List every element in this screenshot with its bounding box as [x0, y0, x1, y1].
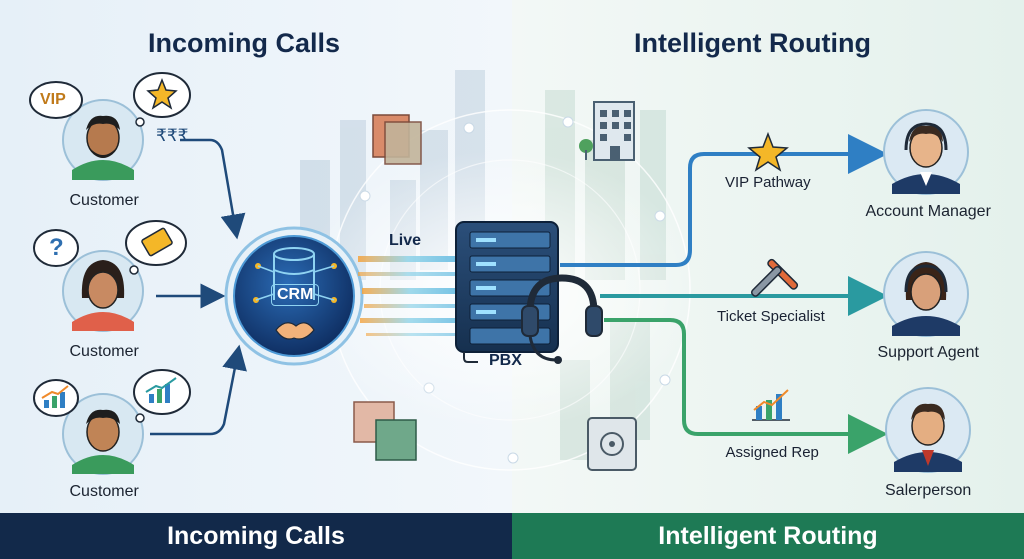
- vip-route-line: [560, 134, 888, 267]
- footer-left-bar: [0, 513, 512, 559]
- crm-hub: [224, 226, 364, 366]
- caller-avatar-3: [62, 393, 144, 475]
- data-beams: [358, 256, 458, 336]
- chart-thought-bubble-right: [133, 369, 191, 423]
- vip-badge: VIP: [40, 91, 66, 108]
- database-icon: [273, 247, 315, 300]
- star-thought-bubble: [133, 72, 191, 127]
- chart-speech-bubble-left: [33, 379, 79, 417]
- question-speech-bubble: [33, 229, 79, 267]
- pbx-server: [455, 221, 559, 363]
- agent-avatar-salesperson: [885, 387, 971, 473]
- headset-icon: [521, 274, 603, 364]
- safe-icon: [587, 417, 637, 471]
- ticket-icon: [141, 227, 173, 257]
- caller-label-3: Customer: [69, 483, 139, 500]
- tile-icon-top: [372, 114, 422, 165]
- agent-avatar-account-manager: [883, 109, 969, 195]
- tile-icon-bottom: [353, 401, 417, 461]
- vip-speech-bubble: [29, 81, 83, 119]
- caller-avatar-1: [62, 99, 144, 181]
- sales-route-line: [604, 318, 888, 454]
- crm-label: CRM: [271, 284, 320, 306]
- footer-left-label: Incoming Calls: [167, 521, 345, 550]
- support-agent-label: Support Agent: [877, 344, 979, 361]
- growth-chart-icon: [145, 377, 177, 403]
- handshake-icon: [275, 322, 315, 340]
- star-icon: [747, 131, 789, 172]
- rupee-symbols: ₹₹₹: [156, 126, 189, 145]
- caller-label-1: Customer: [69, 192, 139, 209]
- intelligent-routing-heading: Intelligent Routing: [634, 28, 871, 58]
- vip-pathway-label: VIP Pathway: [725, 174, 811, 191]
- footer-right-bar: [512, 513, 1024, 559]
- building-icon: [579, 101, 635, 161]
- salesperson-label: Salerperson: [885, 482, 972, 499]
- growth-chart-icon: [752, 389, 790, 421]
- incoming-calls-heading: Incoming Calls: [148, 28, 341, 58]
- agent-avatar-support-agent: [883, 251, 969, 337]
- live-label: Live: [389, 232, 422, 249]
- caller-label-2: Customer: [69, 343, 139, 360]
- tools-icon: [750, 258, 799, 297]
- assigned-rep-label: Assigned Rep: [725, 444, 819, 461]
- footer-right-label: Intelligent Routing: [658, 521, 878, 550]
- ticket-thought-bubble: [125, 220, 187, 275]
- ticket-specialist-label: Ticket Specialist: [717, 308, 825, 325]
- growth-chart-icon: [41, 385, 69, 408]
- question-mark: ?: [49, 234, 64, 261]
- pbx-label: PBX: [489, 352, 522, 369]
- account-manager-label: Account Manager: [865, 203, 991, 220]
- caller-avatar-2: [62, 250, 144, 332]
- star-icon: [146, 77, 178, 110]
